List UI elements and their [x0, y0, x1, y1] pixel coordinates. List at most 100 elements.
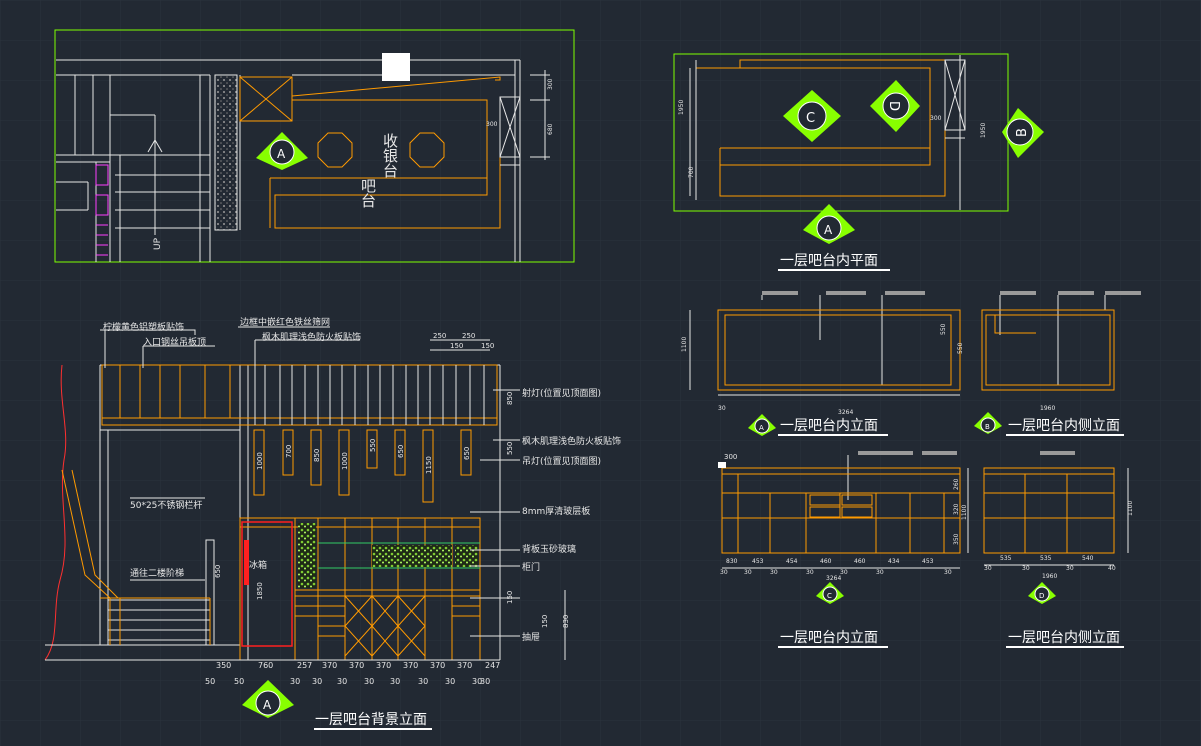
svg-text:C: C — [806, 111, 815, 126]
svg-text:247: 247 — [485, 661, 500, 670]
section-marker-a-back[interactable]: A — [242, 680, 294, 718]
svg-text:250: 250 — [433, 332, 446, 340]
section-marker-b-side[interactable]: B — [974, 412, 1002, 434]
annotation-to-second-floor: 通往二楼阶梯 — [130, 567, 184, 579]
pebble-strip — [214, 74, 238, 231]
svg-text:300: 300 — [486, 121, 498, 128]
svg-text:550: 550 — [369, 439, 377, 452]
annotation-lemon-panel: 柠檬黄色铝塑板贴饰 — [103, 321, 184, 333]
section-marker-d-elev[interactable]: D — [1028, 582, 1056, 604]
svg-text:50: 50 — [234, 677, 244, 686]
back-elevation: 1000 700 850 1000 550 650 1150 650 — [44, 316, 621, 686]
svg-text:150: 150 — [541, 615, 549, 628]
section-marker-c[interactable]: C — [783, 90, 841, 142]
svg-text:D: D — [1039, 592, 1044, 600]
svg-text:30: 30 — [312, 677, 322, 686]
section-marker-a-inner[interactable]: A — [803, 204, 855, 244]
svg-text:260: 260 — [953, 478, 960, 490]
section-marker-a-plan[interactable]: A — [256, 132, 308, 170]
svg-text:1950: 1950 — [980, 123, 987, 138]
svg-text:A: A — [824, 223, 833, 237]
svg-text:1150: 1150 — [425, 456, 433, 474]
annotation-glass-shelf: 8mm厚清玻层板 — [522, 505, 590, 517]
svg-text:30: 30 — [876, 569, 884, 576]
svg-text:650: 650 — [463, 447, 471, 460]
annotation-pendant: 吊灯(位置见顶面图) — [522, 455, 601, 467]
svg-text:30: 30 — [718, 405, 726, 412]
svg-text:30: 30 — [337, 677, 347, 686]
svg-text:434: 434 — [888, 558, 900, 565]
svg-text:1960: 1960 — [1040, 405, 1055, 412]
annotation-cabinet-door: 柜门 — [522, 561, 540, 573]
section-marker-a-bar[interactable]: A — [748, 414, 776, 436]
svg-text:1100: 1100 — [1127, 501, 1134, 516]
stool-octagon — [317, 132, 353, 168]
section-marker-d[interactable]: D — [870, 80, 920, 132]
svg-text:1100: 1100 — [681, 337, 688, 352]
svg-text:850: 850 — [313, 449, 321, 462]
svg-text:350: 350 — [216, 661, 231, 670]
svg-text:C: C — [827, 592, 832, 600]
cashier-label: 收银台 — [381, 133, 399, 178]
svg-text:535: 535 — [1040, 555, 1052, 562]
inner-plan-view: 1950 700 300 1950 — [673, 53, 1009, 212]
svg-text:650: 650 — [214, 565, 222, 578]
column — [382, 53, 410, 81]
svg-text:3264: 3264 — [826, 575, 841, 582]
svg-text:B: B — [985, 423, 990, 431]
svg-text:460: 460 — [854, 558, 866, 565]
svg-text:150: 150 — [481, 342, 494, 350]
fridge — [241, 521, 293, 647]
svg-text:1000: 1000 — [341, 452, 349, 470]
svg-text:370: 370 — [376, 661, 391, 670]
section-marker-b[interactable]: B — [1002, 108, 1044, 158]
svg-text:A: A — [759, 424, 764, 432]
plan-title: 一层吧台内平面 — [780, 253, 878, 269]
svg-text:680: 680 — [547, 123, 554, 135]
svg-text:30: 30 — [445, 677, 455, 686]
up-label: UP — [153, 237, 163, 250]
svg-text:50: 50 — [205, 677, 215, 686]
svg-text:250: 250 — [462, 332, 475, 340]
svg-text:850: 850 — [506, 392, 514, 405]
svg-text:760: 760 — [258, 661, 273, 670]
svg-text:300: 300 — [930, 115, 942, 122]
svg-text:1960: 1960 — [1042, 573, 1057, 580]
svg-text:30: 30 — [770, 569, 778, 576]
svg-text:30: 30 — [944, 569, 952, 576]
svg-text:257: 257 — [297, 661, 312, 670]
section-marker-c-elev[interactable]: C — [816, 582, 844, 604]
annotation-drawer: 抽屉 — [522, 631, 540, 643]
svg-text:A: A — [277, 147, 286, 161]
svg-text:1000: 1000 — [256, 452, 264, 470]
svg-text:30: 30 — [840, 569, 848, 576]
svg-text:A: A — [263, 698, 272, 712]
annotation-maple-top: 枫木肌理浅色防火板贴饰 — [262, 331, 361, 343]
glass-panel — [372, 545, 452, 567]
bar-elevation-title: 一层吧台内立面 — [780, 418, 878, 434]
svg-text:30: 30 — [418, 677, 428, 686]
svg-text:535: 535 — [1000, 555, 1012, 562]
svg-text:320: 320 — [953, 503, 960, 515]
svg-text:460: 460 — [820, 558, 832, 565]
svg-text:370: 370 — [430, 661, 445, 670]
back-elevation-title: 一层吧台背景立面 — [315, 712, 427, 728]
c-elevation-title: 一层吧台内立面 — [780, 630, 878, 646]
svg-text:370: 370 — [457, 661, 472, 670]
svg-text:650: 650 — [397, 445, 405, 458]
bar-side-elevation-title: 一层吧台内侧立面 — [1008, 418, 1120, 434]
svg-text:40: 40 — [1108, 565, 1116, 572]
annotation-stainless-rail: 50*25不锈钢栏杆 — [130, 499, 202, 511]
svg-text:30: 30 — [364, 677, 374, 686]
svg-text:300: 300 — [724, 453, 737, 461]
svg-text:30: 30 — [720, 569, 728, 576]
svg-text:540: 540 — [1082, 555, 1094, 562]
svg-text:550: 550 — [940, 323, 947, 335]
annotation-entry-ceiling: 入口钢丝吊板顶 — [143, 336, 206, 348]
svg-text:30: 30 — [984, 565, 992, 572]
svg-text:30: 30 — [472, 677, 482, 686]
annotation-back-glass: 背板玉砂玻璃 — [522, 543, 576, 555]
svg-text:830: 830 — [562, 615, 570, 628]
svg-text:700: 700 — [688, 166, 695, 178]
